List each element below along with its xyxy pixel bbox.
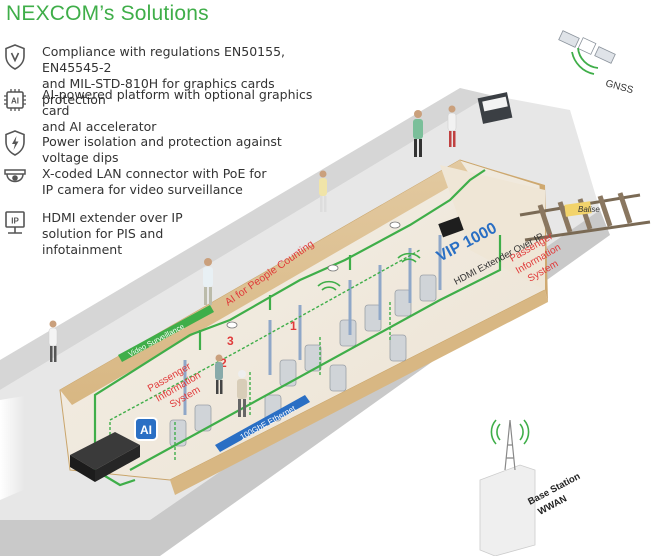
gnss-satellite-icon: [558, 30, 616, 75]
feature-text: IP camera for video surveillance: [42, 182, 243, 197]
handrail-poles: [183, 235, 442, 415]
train-car: [0, 159, 548, 500]
feature-text: Compliance with regulations EN50155, EN4…: [42, 44, 286, 75]
page-title: NEXCOM’s Solutions: [6, 2, 209, 25]
feature-item-compliance: Compliance with regulations EN50155, EN4…: [0, 44, 320, 107]
feature-text: Power isolation and protection against v…: [42, 134, 282, 165]
feature-text: AI-powered platform with optional graphi…: [42, 87, 313, 118]
gnss-label: GNSS: [604, 78, 635, 96]
station-sign-board: [477, 92, 513, 124]
feature-text: infotainment: [42, 242, 123, 257]
network-cabling: [93, 169, 502, 487]
feature-text: and AI accelerator: [42, 119, 157, 134]
wifi-signal-icons: [317, 252, 421, 291]
feature-text: solution for PIS and: [42, 226, 164, 241]
dome-camera-icon: [4, 169, 26, 183]
shield-bolt-icon: [5, 130, 25, 156]
svg-text:IP: IP: [11, 217, 19, 226]
passenger-figures: [48, 105, 457, 417]
feature-text: X-coded LAN connector with PoE for: [42, 166, 267, 181]
feature-text: HDMI extender over IP: [42, 210, 183, 225]
shield-v-icon: [5, 44, 25, 70]
balise-block: [564, 201, 592, 217]
ip-monitor-icon: IP: [5, 211, 25, 234]
svg-text:AI: AI: [11, 97, 19, 106]
rail-track: [519, 192, 651, 242]
feature-item-ai-platform: AI AI-powered platform with optional gra…: [0, 87, 320, 134]
ai-chip-icon: AI: [4, 89, 26, 111]
network-cabling-dashed: [109, 249, 421, 470]
ip-camera-icons: [226, 221, 401, 329]
feature-item-power-isolation: Power isolation and protection against v…: [0, 130, 320, 170]
door-number-3: 3: [227, 334, 234, 348]
door-number-1: 1: [290, 319, 297, 333]
seat-rows: [169, 274, 437, 447]
base-station-tower: [479, 419, 536, 556]
balise-label: Balise: [578, 205, 600, 214]
pis-monitor: [438, 216, 464, 238]
ai-badge-label: AI: [140, 423, 152, 437]
feature-text: and MIL-STD-810H for graphics cards prot…: [42, 76, 275, 107]
ai-badge: AI: [134, 417, 158, 441]
door-number-2: 2: [220, 356, 227, 370]
nexcom-box-computer: [70, 432, 140, 482]
